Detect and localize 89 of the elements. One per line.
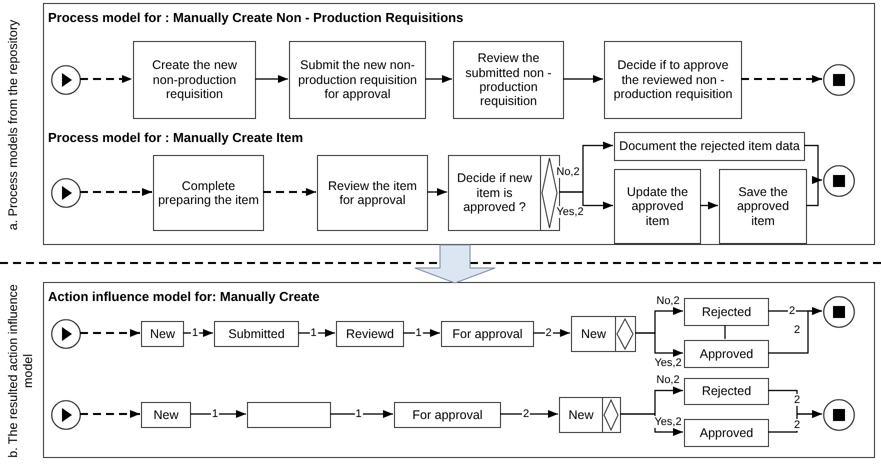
arrow: [563, 75, 603, 83]
arrow: [80, 75, 132, 83]
arrow: [768, 307, 822, 354]
task-box: [614, 132, 805, 161]
arrow: [700, 202, 718, 210]
task-box: [441, 321, 534, 347]
arrow: [330, 410, 393, 418]
arrow: [741, 75, 822, 83]
task-label: Document the rejected item data: [619, 139, 800, 154]
task-label: Create the new non-production requisition: [151, 58, 238, 102]
start-event-circle: [51, 178, 81, 208]
task-label: New: [153, 408, 178, 422]
task-box: [214, 321, 299, 347]
start-event-circle: [51, 319, 81, 349]
task-label: Decide if new item is approved ?: [456, 171, 534, 215]
end-event-circle: [823, 165, 855, 197]
task-box: [684, 419, 769, 447]
task-box: [453, 41, 564, 119]
task-label: Submitted: [228, 326, 285, 342]
arrow: [263, 188, 316, 196]
task-label: Complete preparing the item: [158, 178, 259, 208]
task-box: [141, 321, 184, 347]
task-label: Save the approved item: [736, 184, 790, 228]
edge-label: Yes,2: [653, 356, 683, 370]
task-label: Submit the new non-production requisition for approval: [297, 58, 418, 102]
edge-label: No,2: [655, 294, 681, 308]
task-box: [559, 397, 621, 433]
task-label: Reviewd: [346, 326, 394, 342]
arrow: [80, 410, 140, 418]
arrow: [403, 329, 440, 337]
task-label: Review the item for approval: [327, 178, 418, 208]
arrow: [635, 332, 683, 357]
model-title: Action influence model for: Manually Create: [48, 289, 320, 304]
panel-label: b. The resulted action influence model: [6, 283, 36, 459]
task-label: Rejected: [702, 384, 752, 399]
model-title: Process model for : Manually Create Item: [48, 130, 304, 145]
arrow: [620, 413, 683, 436]
task-box: [684, 340, 769, 368]
arrow: [255, 75, 288, 83]
arrow: [500, 410, 558, 418]
task-box: [141, 402, 191, 428]
arrow: [427, 188, 447, 196]
task-label: Decide if to approve the reviewed non - production requisition: [612, 58, 734, 102]
edge-label: Yes,2: [555, 206, 585, 218]
end-event-circle: [823, 296, 855, 328]
task-box: [394, 402, 501, 428]
empty-box: [247, 402, 331, 428]
task-box: [614, 169, 701, 244]
end-event-circle: [823, 399, 855, 431]
task-box: [153, 155, 264, 231]
task-label: New: [150, 326, 175, 342]
panel-label: a. Process models from the repository: [6, 18, 21, 232]
arrow: [768, 410, 822, 433]
task-label: New: [568, 408, 594, 422]
task-box: [133, 41, 256, 119]
arrow: [559, 191, 613, 210]
arrow: [80, 329, 140, 337]
arrow: [190, 410, 246, 418]
task-box: [604, 41, 742, 119]
task-box: [684, 298, 769, 326]
arrow: [533, 329, 570, 337]
task-label: Approved: [700, 346, 754, 362]
model-title: Process model for : Manually Create Non - Production Requisitions: [48, 10, 464, 25]
task-box: [571, 316, 636, 352]
edge-label: 2: [792, 418, 802, 432]
task-box: [289, 41, 426, 119]
task-label: For approval: [452, 326, 523, 342]
arrow: [425, 75, 452, 83]
end-event-circle: [823, 64, 855, 96]
arrow: [298, 329, 335, 337]
edge-label: No,2: [555, 166, 581, 178]
task-label: For approval: [412, 408, 483, 422]
task-box: [336, 321, 404, 347]
arrow: [80, 188, 152, 196]
start-event-circle: [51, 400, 81, 430]
start-event-circle: [51, 65, 81, 95]
task-box: [684, 378, 769, 405]
arrow: [806, 176, 822, 206]
edge-label: 2: [792, 394, 802, 406]
task-label: Review the submitted non - production requisition: [464, 51, 553, 109]
edge-label: Yes,2: [653, 416, 683, 428]
task-label: Approved: [700, 426, 754, 440]
task-label: New: [580, 326, 606, 342]
task-label: Rejected: [702, 304, 752, 320]
edge-label: No,2: [655, 374, 681, 386]
task-box: [317, 155, 428, 231]
task-box: [719, 169, 807, 244]
task-label: Update the approved item: [626, 184, 690, 228]
arrow: [183, 329, 213, 337]
